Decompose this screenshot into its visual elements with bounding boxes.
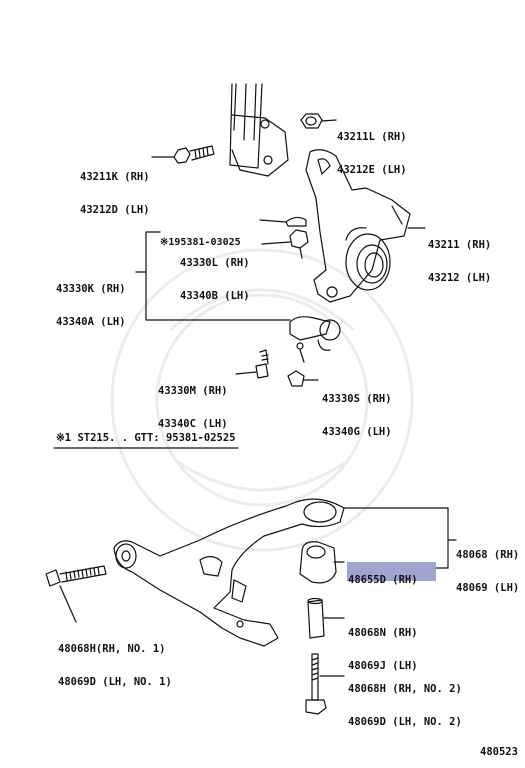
- part-48068h-no1: 48068H(RH, NO. 1): [58, 643, 166, 655]
- part-43340g: 43340G (LH): [322, 426, 392, 438]
- part-95381: ※195381-03025: [160, 237, 241, 248]
- rear-bushing: [299, 541, 337, 584]
- label-43330k: 43330K (RH) 43340A (LH): [56, 262, 126, 339]
- diagram-id: 480523: [480, 746, 518, 758]
- steering-knuckle: [305, 149, 426, 303]
- label-43211l: 43211L (RH) 43212E (LH): [337, 110, 407, 187]
- vertical-bolt: [305, 653, 345, 715]
- cotter-pin: [259, 216, 307, 227]
- label-48655d: 48655D (RH): [348, 553, 418, 597]
- castle-nut: [261, 229, 309, 259]
- strut-bracket: [229, 83, 289, 177]
- strut-bolt: [151, 145, 215, 164]
- label-48068h-1: 48068H(RH, NO. 1) 48069D (LH, NO. 1): [58, 622, 172, 699]
- part-43330m: 43330M (RH): [158, 385, 228, 397]
- part-43211: 43211 (RH): [428, 239, 492, 251]
- part-48069j: 48069J (LH): [348, 660, 418, 672]
- part-43212d: 43212D (LH): [80, 204, 150, 216]
- group-bracket-lower: [333, 507, 457, 569]
- part-43330s: 43330S (RH): [322, 393, 392, 405]
- part-48069d-no1: 48069D (LH, NO. 1): [58, 676, 172, 688]
- label-48068h-2: 48068H (RH, NO. 2) 48069D (LH, NO. 2): [348, 662, 462, 739]
- label-43211: 43211 (RH) 43212 (LH): [428, 218, 491, 295]
- part-43340c: 43340C (LH): [158, 418, 228, 430]
- label-43330s: 43330S (RH) 43340G (LH): [322, 372, 392, 449]
- label-48068n: 48068N (RH) 48069J (LH): [348, 606, 418, 683]
- part-43340a: 43340A (LH): [56, 316, 126, 328]
- part-48068n: 48068N (RH): [348, 627, 418, 639]
- highlight-48655d: [347, 562, 436, 581]
- ball-joint-bolt: [235, 349, 269, 379]
- part-48069d-no2: 48069D (LH, NO. 2): [348, 716, 462, 728]
- label-95381: ※195381-03025: [160, 215, 241, 259]
- group-bracket-upper: [135, 231, 291, 321]
- part-48068h-no2: 48068H (RH, NO. 2): [348, 683, 462, 695]
- part-43212: 43212 (LH): [428, 272, 492, 284]
- lower-control-arm: [113, 498, 345, 647]
- part-43211l: 43211L (RH): [337, 131, 407, 143]
- part-43330k: 43330K (RH): [56, 283, 126, 295]
- label-43211k: 43211K (RH) 43212D (LH): [80, 150, 150, 227]
- part-43211k: 43211K (RH): [80, 171, 150, 183]
- horizontal-bolt: [45, 565, 107, 623]
- label-48068: 48068 (RH) 48069 (LH): [456, 528, 519, 605]
- label-43330l: 43330L (RH) 43340B (LH): [180, 236, 250, 313]
- ball-joint-nut: [287, 370, 319, 387]
- part-48068: 48068 (RH): [456, 549, 520, 561]
- part-43212e: 43212E (LH): [337, 164, 407, 176]
- bushing-collar: [307, 597, 345, 639]
- footnote: ※1 ST215. . GTT: 95381-02525: [56, 432, 236, 444]
- strut-nut: [300, 113, 337, 129]
- part-48069: 48069 (LH): [456, 582, 520, 594]
- part-43340b: 43340B (LH): [180, 290, 250, 302]
- part-43330l: 43330L (RH): [180, 257, 250, 269]
- watermark-emblem: [110, 248, 414, 552]
- label-43330m: 43330M (RH) 43340C (LH): [158, 364, 228, 441]
- part-48655d: 48655D (RH): [348, 574, 418, 586]
- ball-joint: [289, 316, 341, 363]
